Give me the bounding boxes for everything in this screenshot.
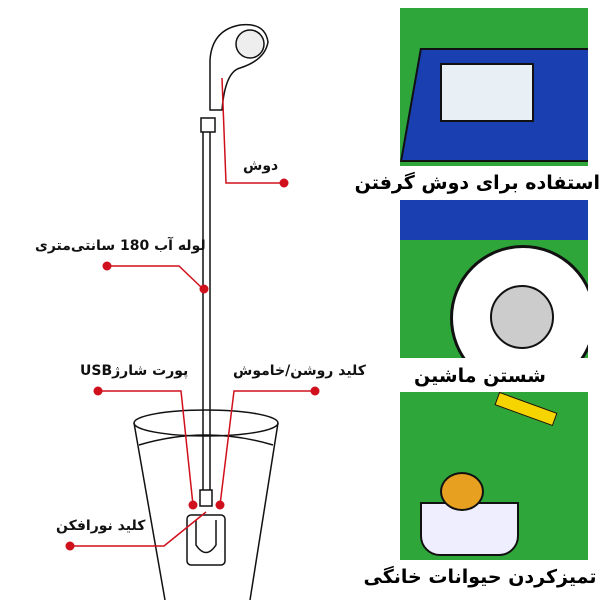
- label-light-switch: کلید نورافکن: [56, 518, 146, 534]
- use-image-car-wash: [400, 200, 588, 358]
- use-image-pet-washing: [400, 392, 588, 560]
- shower-head: [200, 23, 269, 133]
- use-caption-car-wash: شستن ماشین: [414, 365, 546, 387]
- bucket: [133, 409, 279, 600]
- use-caption-shower: استفاده برای دوش گرفتن: [354, 172, 600, 194]
- label-hose: لوله آب 180 سانتی‌متری: [35, 238, 206, 254]
- hose: [202, 132, 211, 490]
- callout-dots: [65, 178, 320, 551]
- label-shower: دوش: [243, 158, 279, 174]
- callout-lines: [70, 77, 315, 547]
- use-image-shower-car: [400, 8, 588, 166]
- label-power-switch: کلید روشن/خاموش: [233, 363, 366, 379]
- use-caption-pet-washing: تمیزکردن حیوانات خانگی: [363, 566, 597, 588]
- label-usb-port: پورت شارژUSB: [80, 363, 189, 379]
